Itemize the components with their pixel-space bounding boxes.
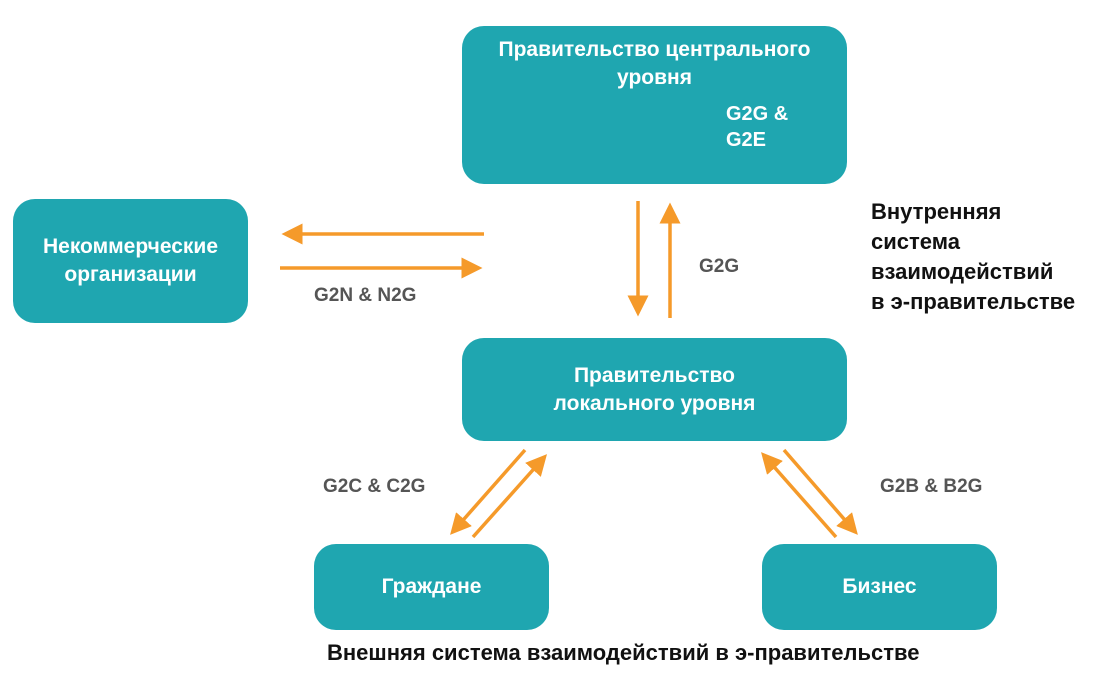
- node-citizens-label: Граждане: [381, 575, 482, 598]
- node-local-government-label: Правительство локального уровня: [553, 363, 756, 415]
- caption-internal-system: Внутренняя система взаимодействий в э-пр…: [871, 199, 1076, 314]
- node-business: Бизнес: [762, 544, 997, 630]
- label-g2n-n2g: G2N & N2G: [314, 285, 417, 306]
- node-central-government: Правительство центрального уровня: [462, 26, 847, 184]
- node-central-government-label: Правительство центрального уровня: [498, 38, 811, 89]
- node-citizens: Граждане: [314, 544, 549, 630]
- node-local-government: Правительство локального уровня: [462, 338, 847, 441]
- node-ngo-label: Некоммерческие организации: [42, 235, 219, 286]
- label-g2b-b2g: G2B & B2G: [880, 476, 983, 497]
- arrow-local-to-business: [782, 448, 858, 535]
- node-business-label: Бизнес: [842, 575, 917, 598]
- label-g2g-g2e: G2G & G2E: [726, 103, 789, 151]
- caption-external-system: Внешняя система взаимодействий в э-прави…: [327, 640, 920, 665]
- arrow-citizens-to-local: [471, 454, 547, 539]
- node-ngo: Некоммерческие организации: [13, 199, 248, 323]
- label-g2c-c2g: G2C & C2G: [323, 476, 426, 497]
- arrow-local-to-citizens: [450, 448, 527, 535]
- arrow-business-to-local: [761, 452, 838, 539]
- label-g2g: G2G: [699, 256, 740, 277]
